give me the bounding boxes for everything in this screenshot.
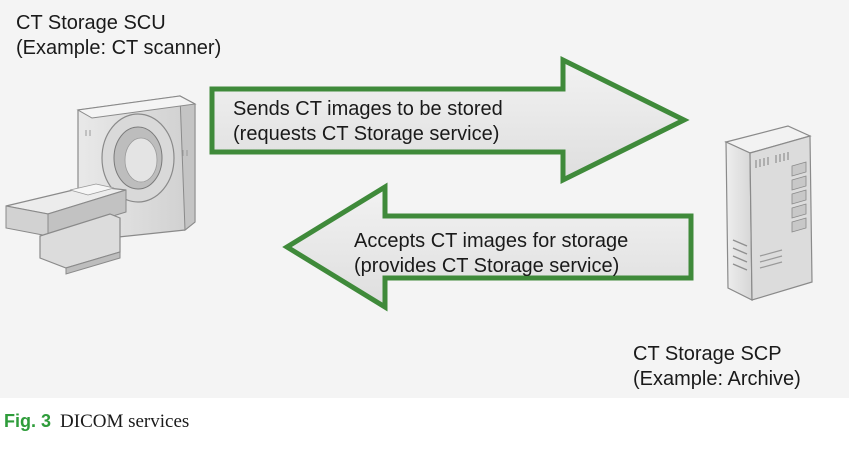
figure-caption: Fig. 3 DICOM services xyxy=(4,411,189,433)
figure-number: Fig. 3 xyxy=(4,411,52,431)
accept-arrow-line2: (provides CT Storage service) xyxy=(354,255,620,277)
scp-example: (Example: Archive) xyxy=(633,368,801,390)
figure-caption-text: DICOM services xyxy=(60,411,190,432)
scu-title: CT Storage SCU xyxy=(16,12,166,34)
server-front-face xyxy=(749,135,813,301)
ct-table-cushion xyxy=(69,183,115,196)
scp-title: CT Storage SCP xyxy=(633,343,782,365)
send-arrow-line1: Sends CT images to be stored xyxy=(233,98,503,120)
server-lower-vents xyxy=(732,239,748,271)
send-arrow-text: Sends CT images to be stored (requests C… xyxy=(233,97,503,147)
diagram-figure: CT Storage SCU (Example: CT scanner) Sen… xyxy=(0,0,849,398)
diagram-canvas xyxy=(5,55,813,312)
server-front-vents xyxy=(759,249,783,269)
archive-server-icon xyxy=(724,125,813,301)
send-arrow-line2: (requests CT Storage service) xyxy=(233,123,500,145)
ct-table-side xyxy=(47,189,127,237)
ct-scanner-icon xyxy=(5,95,197,275)
ct-bore-inner xyxy=(124,137,158,183)
server-drive-bays xyxy=(791,161,807,233)
ct-gantry-top xyxy=(76,95,197,119)
server-left-face xyxy=(725,141,753,301)
server-grille xyxy=(755,152,789,168)
send-arrow xyxy=(209,55,690,185)
accept-arrow-text: Accepts CT images for storage (provides … xyxy=(354,229,628,279)
accept-arrow-line1: Accepts CT images for storage xyxy=(354,230,629,252)
accept-arrow xyxy=(282,182,694,312)
ct-table-base-edge xyxy=(65,251,121,275)
ct-vents xyxy=(85,130,188,156)
scu-label: CT Storage SCU (Example: CT scanner) xyxy=(16,11,221,61)
scu-example: (Example: CT scanner) xyxy=(16,37,222,59)
scp-label: CT Storage SCP (Example: Archive) xyxy=(633,342,801,392)
